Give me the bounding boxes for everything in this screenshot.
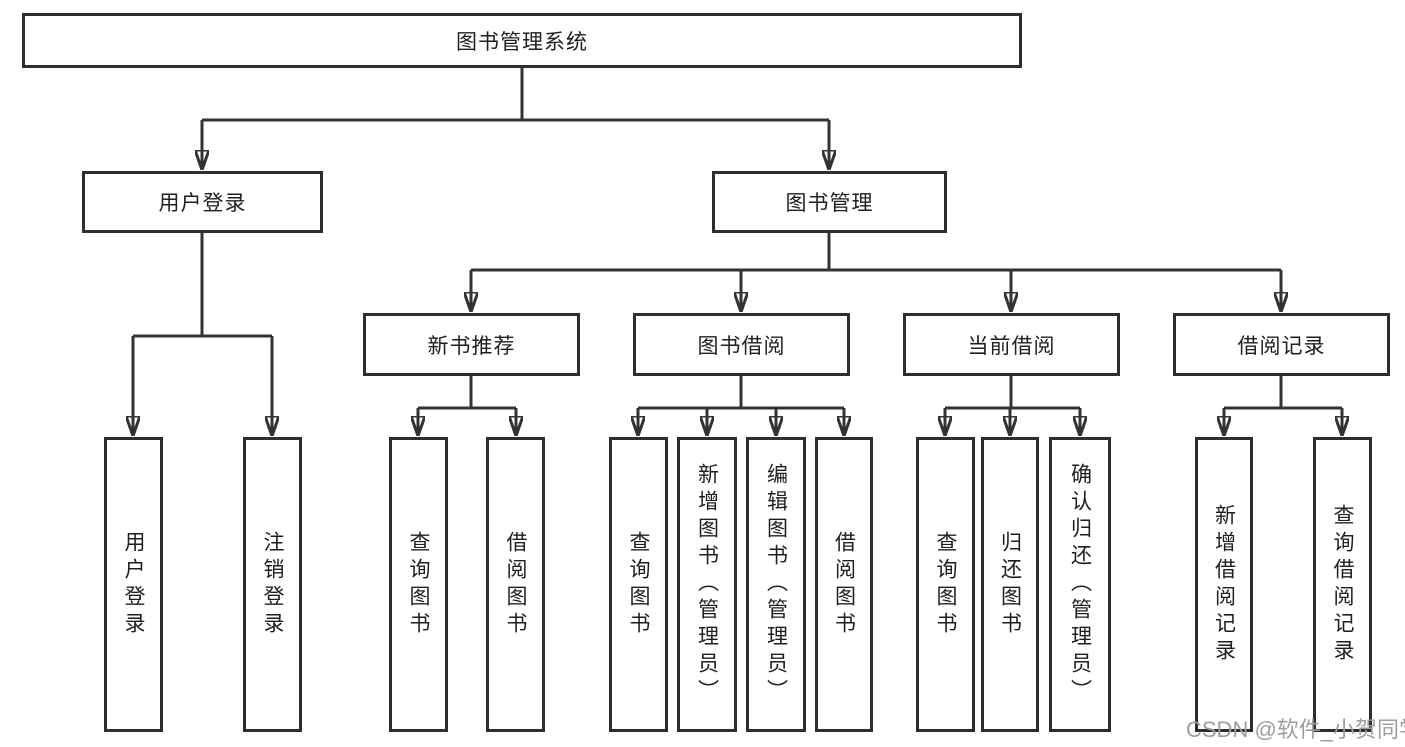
- node-new-book-recommend-label: 新书推荐: [427, 334, 516, 358]
- node-book-management-label: 图书管理: [785, 192, 874, 215]
- node-borrowing-records: 借阅记录: [1173, 313, 1390, 376]
- leaf-confirm-return-admin-label: 确认归还（管理员）: [1068, 463, 1092, 706]
- node-library-system: 图书管理系统: [22, 13, 1022, 68]
- leaf-borrowing-borrow-books: 借阅图书: [815, 437, 873, 732]
- leaf-add-borrow-record: 新增借阅记录: [1195, 437, 1253, 732]
- leaf-recommend-borrow-books: 借阅图书: [486, 437, 545, 732]
- leaf-add-books-admin-label: 新增图书（管理员）: [695, 463, 719, 706]
- leaf-recommend-query-books-label: 查询图书: [407, 530, 430, 639]
- leaf-add-books-admin: 新增图书（管理员）: [677, 437, 737, 732]
- leaf-recommend-query-books: 查询图书: [389, 437, 448, 732]
- node-book-borrowing-label: 图书借阅: [697, 334, 786, 358]
- leaf-logout: 注销登录: [243, 437, 302, 732]
- node-user-login: 用户登录: [82, 171, 323, 233]
- node-book-management: 图书管理: [712, 171, 947, 233]
- leaf-current-query-books: 查询图书: [916, 437, 975, 732]
- node-library-system-label: 图书管理系统: [456, 30, 588, 54]
- leaf-borrowing-query-books-label: 查询图书: [627, 530, 650, 639]
- node-user-login-label: 用户登录: [158, 192, 247, 215]
- node-book-borrowing: 图书借阅: [633, 313, 850, 376]
- leaf-edit-books-admin: 编辑图书（管理员）: [746, 437, 806, 732]
- leaf-borrowing-borrow-books-label: 借阅图书: [832, 530, 856, 639]
- leaf-query-borrow-record-label: 查询借阅记录: [1331, 503, 1354, 666]
- node-current-borrowing-label: 当前借阅: [967, 334, 1056, 358]
- leaf-recommend-borrow-books-label: 借阅图书: [504, 530, 527, 639]
- leaf-user-login: 用户登录: [104, 437, 163, 732]
- leaf-return-books-label: 归还图书: [998, 530, 1022, 639]
- leaf-add-borrow-record-label: 新增借阅记录: [1212, 503, 1236, 666]
- leaf-query-borrow-record: 查询借阅记录: [1313, 437, 1372, 732]
- leaf-borrowing-query-books: 查询图书: [609, 437, 668, 732]
- leaf-logout-label: 注销登录: [261, 530, 284, 639]
- node-current-borrowing: 当前借阅: [903, 313, 1120, 376]
- node-new-book-recommend: 新书推荐: [363, 313, 580, 376]
- leaf-confirm-return-admin: 确认归还（管理员）: [1049, 437, 1111, 732]
- csdn-watermark: CSDN @软件_小贺同学: [1186, 717, 1405, 742]
- leaf-return-books: 归还图书: [981, 437, 1039, 732]
- node-borrowing-records-label: 借阅记录: [1237, 334, 1326, 358]
- leaf-edit-books-admin-label: 编辑图书（管理员）: [764, 463, 788, 706]
- leaf-user-login-label: 用户登录: [122, 530, 145, 639]
- leaf-current-query-books-label: 查询图书: [934, 530, 957, 639]
